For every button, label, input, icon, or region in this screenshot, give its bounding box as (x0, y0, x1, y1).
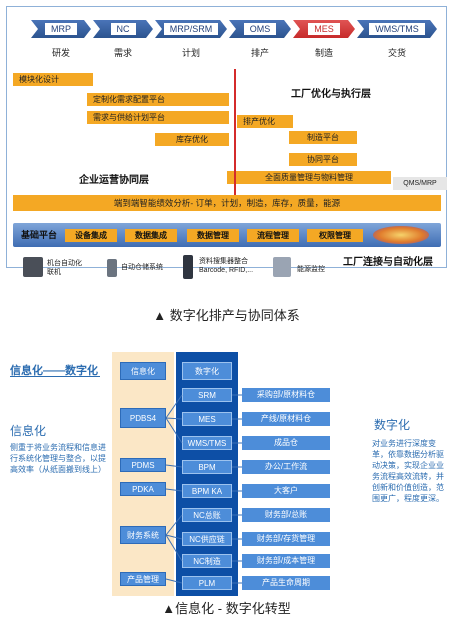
platform-data-integration: 数据集成 (125, 229, 177, 242)
col1-item: PDBS4 (120, 408, 166, 428)
device-label: 机台自动化联机 (47, 260, 82, 276)
caption-2: ▲信息化 - 数字化转型 (162, 601, 291, 616)
platform-label: 基础平台 (21, 230, 58, 240)
col2-item: 数字化 (182, 362, 232, 380)
fig2-header: 信息化——数字化 (10, 365, 98, 377)
col2-item: BPM (182, 460, 232, 474)
col3-item: 采购部/原材料仓 (242, 388, 330, 402)
bar-demand-supply: 需求与供给计划平台 (87, 111, 229, 124)
col2-item: NC总账 (182, 508, 232, 522)
layer-enterprise: 企业运营协同层 (79, 175, 149, 186)
platform-disc-icon (373, 226, 429, 244)
monitor-icon (273, 257, 291, 277)
platform-permission-management: 权限管理 (307, 229, 363, 242)
bar-quality: 全面质量管理与物料管理 (227, 171, 391, 184)
bar-collab: 协同平台 (289, 153, 357, 166)
stage-box: NC (111, 23, 136, 35)
caption-1: ▲ 数字化排产与协同体系 (153, 308, 300, 323)
col3-item: 产品生命周期 (242, 576, 330, 590)
col1-item: 信息化 (120, 362, 166, 380)
col3-item: 大客户 (242, 484, 330, 498)
stage-label: 计划 (181, 48, 200, 58)
header-underline (10, 376, 100, 377)
stage-box: OMS (244, 23, 277, 35)
col2-item: BPM KA (182, 484, 232, 498)
info-digital-diagram: 信息化——数字化 信息化 侧重于将业务流程和信息进行系统化管理与整合，以提高效率… (4, 352, 451, 596)
divider-line (234, 69, 236, 195)
warehouse-icon (107, 259, 117, 277)
col2-item: PLM (182, 576, 232, 590)
stage-label: 制造 (314, 48, 333, 58)
col3-item: 财务部/总账 (242, 508, 330, 522)
scanner-icon (183, 255, 193, 279)
left-title: 信息化 (10, 424, 47, 438)
col2-item: NC供应链 (182, 532, 232, 546)
col2-item: NC制造 (182, 554, 232, 568)
bar-e2e: 端到端智能绩效分析- 订单，计划，制造，库存，质量，能源 (13, 195, 441, 211)
stage-box: MES (308, 23, 340, 35)
col1-item: PDMS (120, 458, 166, 472)
col3-item: 办公/工作流 (242, 460, 330, 474)
bar-custom-demand: 定制化需求配置平台 (87, 93, 229, 106)
stage-arrow: NC (93, 20, 153, 38)
col1-item: PDKA (120, 482, 166, 496)
right-description: 对业务进行深度变革，依靠数据分析驱动决策，实现企业业务流程高效流转，并创新和价值… (372, 439, 444, 503)
platform-process-management: 流程管理 (247, 229, 299, 242)
device-label: 能源监控 (297, 266, 325, 273)
stage-label: 研发 (51, 48, 70, 58)
platform-device-integration: 设备集成 (65, 229, 117, 242)
layer-factory-opt: 工厂优化与执行层 (291, 89, 371, 100)
bar-schedule-opt: 排产优化 (237, 115, 293, 128)
col3-item: 财务部/成本管理 (242, 554, 330, 568)
col3-item: 产线/原材料仓 (242, 412, 330, 426)
machine-icon (23, 257, 43, 277)
info-column (112, 352, 174, 596)
device-label: 资料搜集器整合 Barcode, RFID,... (199, 258, 254, 274)
stage-arrow: MES (293, 20, 355, 38)
connector-lines (165, 394, 242, 584)
layer-connect: 工厂连接与自动化层 (343, 257, 433, 268)
left-description: 侧重于将业务流程和信息进行系统化管理与整合，以提高效率（从纸面搬到线上） (10, 443, 106, 474)
col1-item: 财务系统 (120, 526, 166, 544)
stage-box: MRP/SRM (164, 23, 219, 35)
stage-label: 需求 (113, 48, 132, 58)
right-title: 数字化 (374, 418, 411, 432)
bar-mod-design: 模块化设计 (13, 73, 93, 86)
col2-item: WMS/TMS (182, 436, 232, 450)
platform-data-management: 数据管理 (187, 229, 239, 242)
stage-arrow: MRP/SRM (155, 20, 227, 38)
stage-arrow: OMS (229, 20, 291, 38)
bar-inventory: 库存优化 (155, 133, 229, 146)
stage-box: WMS/TMS (369, 23, 425, 35)
col3-item: 财务部/存货管理 (242, 532, 330, 546)
col2-item: MES (182, 412, 232, 426)
col2-item: SRM (182, 388, 232, 402)
device-label: 自动仓储系统 (121, 264, 163, 271)
stage-label: 排产 (250, 48, 269, 58)
digital-scheduling-diagram: MRP NC MRP/SRM OMS MES WMS/TMS 研发 需求 计划 … (6, 6, 447, 279)
stage-arrow: WMS/TMS (357, 20, 437, 38)
col1-item: 产品管理 (120, 572, 166, 586)
stage-arrow: MRP (31, 20, 91, 38)
qms-box: QMS/MRP (393, 177, 447, 190)
stage-box: MRP (45, 23, 77, 35)
stage-label: 交货 (387, 48, 406, 58)
col3-item: 成品仓 (242, 436, 330, 450)
bar-manufacturing: 制造平台 (289, 131, 357, 144)
